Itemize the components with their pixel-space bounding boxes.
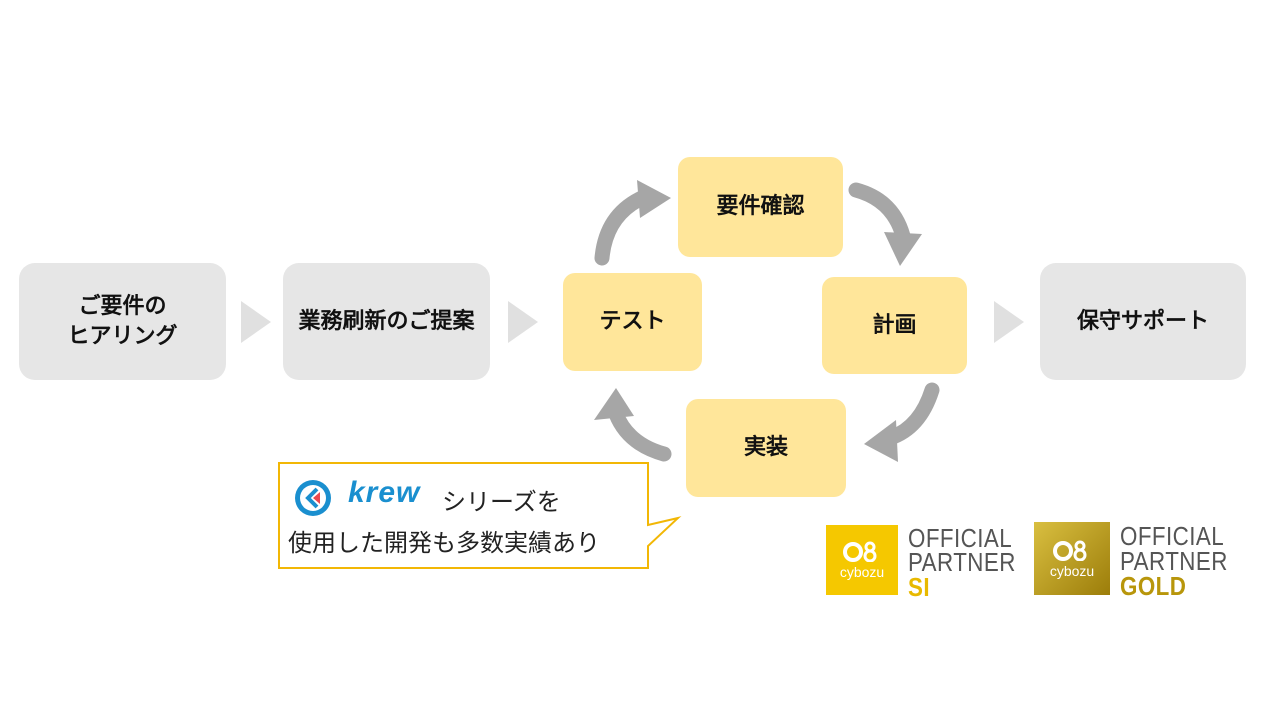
cycle-test: テスト <box>563 273 702 371</box>
cybozu-icon <box>843 541 877 562</box>
cybozu-si-logo: cybozu <box>826 525 898 595</box>
cycle-plan-label: 計画 <box>872 312 917 338</box>
chevron-right-icon <box>994 301 1024 343</box>
partner-gold-line1: OFFICIAL <box>1120 521 1225 551</box>
step-hearing: ご要件の ヒアリング <box>19 263 226 380</box>
cybozu-logo-text: cybozu <box>1049 562 1095 579</box>
step-hearing-label: ご要件の ヒアリング <box>67 293 178 349</box>
cybozu-icon <box>1053 540 1087 561</box>
partner-si-tier: SI <box>908 572 930 602</box>
cycle-implement-label: 実装 <box>743 435 788 461</box>
partner-gold-tier: GOLD <box>1120 571 1187 601</box>
step-proposal-label: 業務刷新のご提案 <box>298 308 475 334</box>
callout-line1: シリーズを <box>442 488 561 516</box>
chevron-right-icon <box>508 301 538 343</box>
krew-brand: krew <box>348 476 421 509</box>
cybozu-logo-text: cybozu <box>839 564 885 580</box>
curved-arrow-icon <box>848 182 922 266</box>
cycle-requirements-label: 要件確認 <box>716 194 805 220</box>
step-support-label: 保守サポート <box>1076 308 1209 334</box>
curved-arrow-icon <box>594 180 671 266</box>
partner-si-line2: PARTNER <box>908 547 1016 577</box>
partner-si-line1: OFFICIAL <box>908 523 1013 553</box>
chevron-right-icon <box>241 301 271 343</box>
callout-line2: 使用した開発も多数実績あり <box>288 529 600 557</box>
cybozu-gold-logo: cybozu <box>1034 522 1110 595</box>
step-support: 保守サポート <box>1040 263 1246 380</box>
cycle-plan: 計画 <box>822 277 967 374</box>
partner-gold-line2: PARTNER <box>1120 546 1228 576</box>
cycle-requirements: 要件確認 <box>678 157 843 257</box>
cycle-implement: 実装 <box>686 399 846 497</box>
curved-arrow-icon <box>864 382 940 462</box>
krew-logo-icon <box>295 480 331 516</box>
cycle-test-label: テスト <box>599 309 666 335</box>
curved-arrow-icon <box>594 388 672 462</box>
step-proposal: 業務刷新のご提案 <box>283 263 490 380</box>
